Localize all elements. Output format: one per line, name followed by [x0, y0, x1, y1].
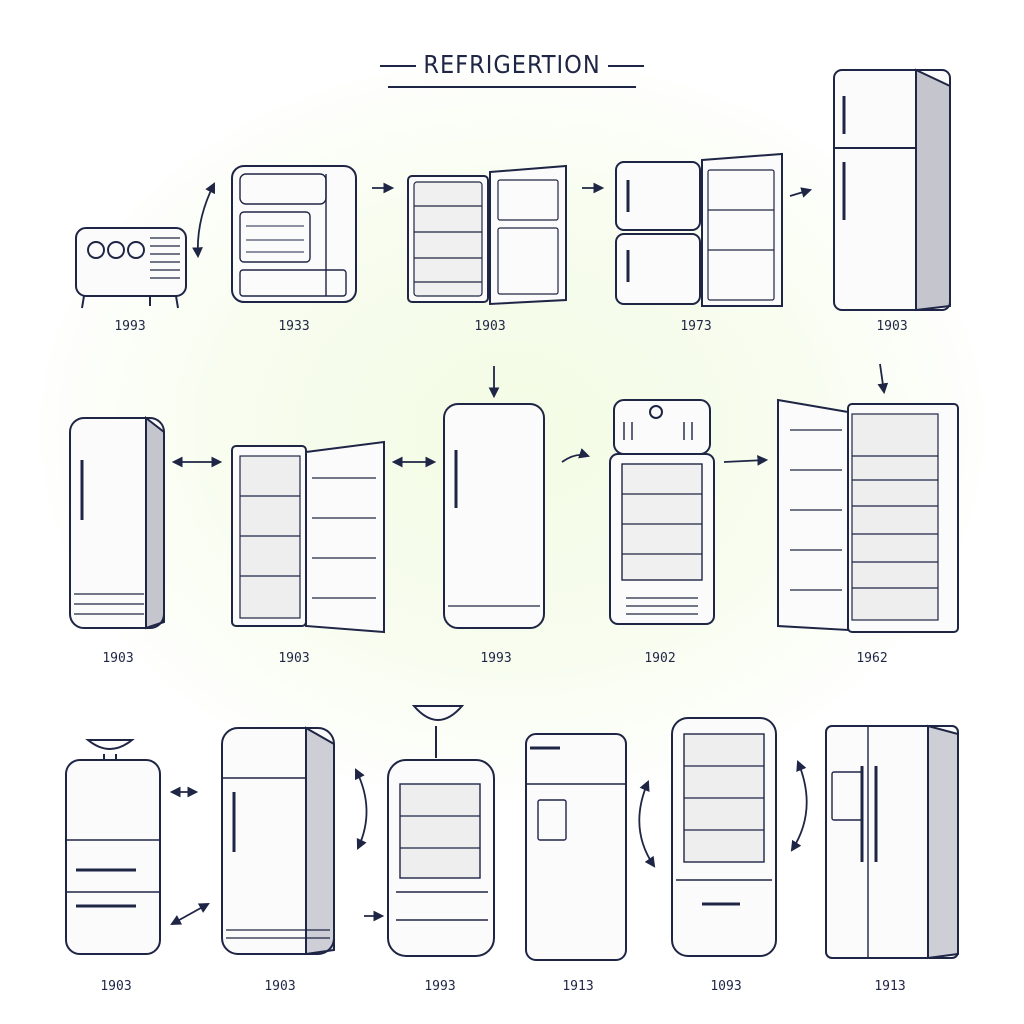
- arrow-r3-e: [638, 780, 656, 868]
- year-labels: 1993 1933 1903 1973 1903 1903 1903 1993 …: [100, 319, 907, 994]
- appliance-display-fridge: [387, 705, 495, 957]
- arrow-r2-d: [723, 455, 769, 466]
- year-label: 1933: [278, 319, 309, 334]
- year-label: 1913: [874, 979, 905, 994]
- arrow-r3-c: [355, 768, 368, 850]
- arrow-r3-b: [170, 902, 210, 926]
- year-label: 1973: [680, 319, 711, 334]
- appliance-tall-top-freezer: [833, 68, 951, 312]
- year-label: 1902: [644, 651, 675, 666]
- year-label: 1093: [710, 979, 741, 994]
- appliance-wide-open-fridge: [777, 398, 959, 633]
- appliance-rounded-single-door-1: [69, 415, 165, 630]
- year-label: 1903: [264, 979, 295, 994]
- appliance-open-door-fridge: [407, 164, 567, 306]
- appliance-open-shelves-fridge: [231, 440, 385, 634]
- year-label: 1993: [424, 979, 455, 994]
- year-label: 1993: [114, 319, 145, 334]
- appliance-side-by-side-fridge: [825, 724, 959, 960]
- year-label: 1903: [474, 319, 505, 334]
- year-label: 1903: [102, 651, 133, 666]
- year-label: 1913: [562, 979, 593, 994]
- title-dash-left: [380, 65, 416, 67]
- title: REFRIGERTION: [423, 50, 601, 79]
- title-underline: [388, 86, 636, 88]
- year-label: 1962: [856, 651, 887, 666]
- arrow-r3-f: [790, 760, 808, 852]
- arrow-r1-d: [789, 187, 813, 198]
- year-label: 1903: [278, 651, 309, 666]
- appliance-icebox-heater: [75, 227, 187, 309]
- year-label: 1993: [480, 651, 511, 666]
- appliance-two-door-open-fridge: [615, 152, 783, 307]
- arrow-r1-a: [192, 182, 215, 259]
- connectors: [169, 182, 889, 926]
- appliance-cabinet-cooler: [231, 165, 357, 303]
- arrow-r2-c: [561, 448, 591, 463]
- appliance-retro-top-freezer: [221, 726, 335, 956]
- appliance-open-pantry-fridge: [671, 717, 777, 957]
- appliance-glass-front-fridge: [609, 399, 715, 625]
- appliance-rounded-single-door-2: [443, 403, 545, 629]
- appliance-bowl-top-fridge: [65, 739, 161, 955]
- appliance-water-dispenser-fridge: [525, 733, 627, 961]
- title-block: REFRIGERTION: [380, 46, 644, 96]
- title-dash-right: [608, 65, 644, 67]
- year-label: 1903: [876, 319, 907, 334]
- arrow-down-2: [877, 363, 889, 395]
- year-label: 1903: [100, 979, 131, 994]
